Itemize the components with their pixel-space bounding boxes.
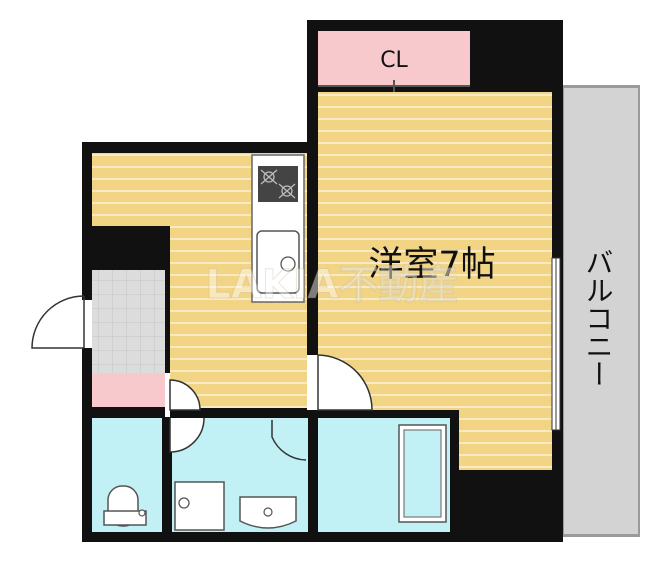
bathroom — [318, 418, 450, 532]
kitchen-counter — [251, 154, 305, 303]
western-room-floor — [318, 92, 552, 470]
room-label: 洋室7帖 — [368, 245, 495, 285]
toilet-room — [92, 418, 162, 532]
toilet-door-icon — [169, 379, 201, 411]
entrance-step — [92, 373, 165, 407]
wash-basin-icon — [239, 496, 297, 529]
kitchen-sink-icon — [256, 230, 300, 294]
watermark-text: LAKIA不動産 — [205, 262, 458, 308]
balcony — [562, 85, 640, 537]
stove-icon — [258, 166, 298, 202]
room-door-icon — [317, 354, 373, 411]
entrance-door-icon — [31, 295, 85, 349]
washroom — [172, 418, 308, 532]
balcony-label: バルコニー — [582, 248, 615, 388]
washing-machine-icon — [174, 481, 225, 531]
closet: CL — [318, 31, 470, 92]
doors — [165, 257, 561, 453]
washroom-door-icon — [271, 420, 307, 461]
entrance — [31, 226, 170, 407]
kitchen-floor — [92, 153, 307, 408]
closet-label: CL — [380, 48, 408, 73]
